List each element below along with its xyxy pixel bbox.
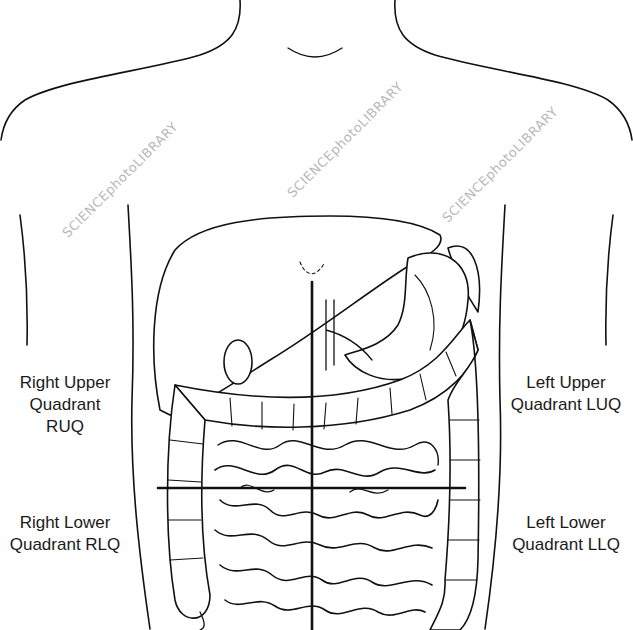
watermark-text: SCIENCEphotoLIBRARY xyxy=(59,119,181,241)
quadrant-label: Right Lower Quadrant RLQ xyxy=(9,512,121,556)
watermark-text: SCIENCEphotoLIBRARY xyxy=(439,104,561,226)
quadrant-label: Left Lower Quadrant LLQ xyxy=(510,512,622,556)
quadrant-label: Left Upper Quadrant LUQ xyxy=(510,372,622,416)
quadrant-label: Right Upper Quadrant RUQ xyxy=(9,372,121,438)
watermark-text: SCIENCEphotoLIBRARY xyxy=(284,79,406,201)
